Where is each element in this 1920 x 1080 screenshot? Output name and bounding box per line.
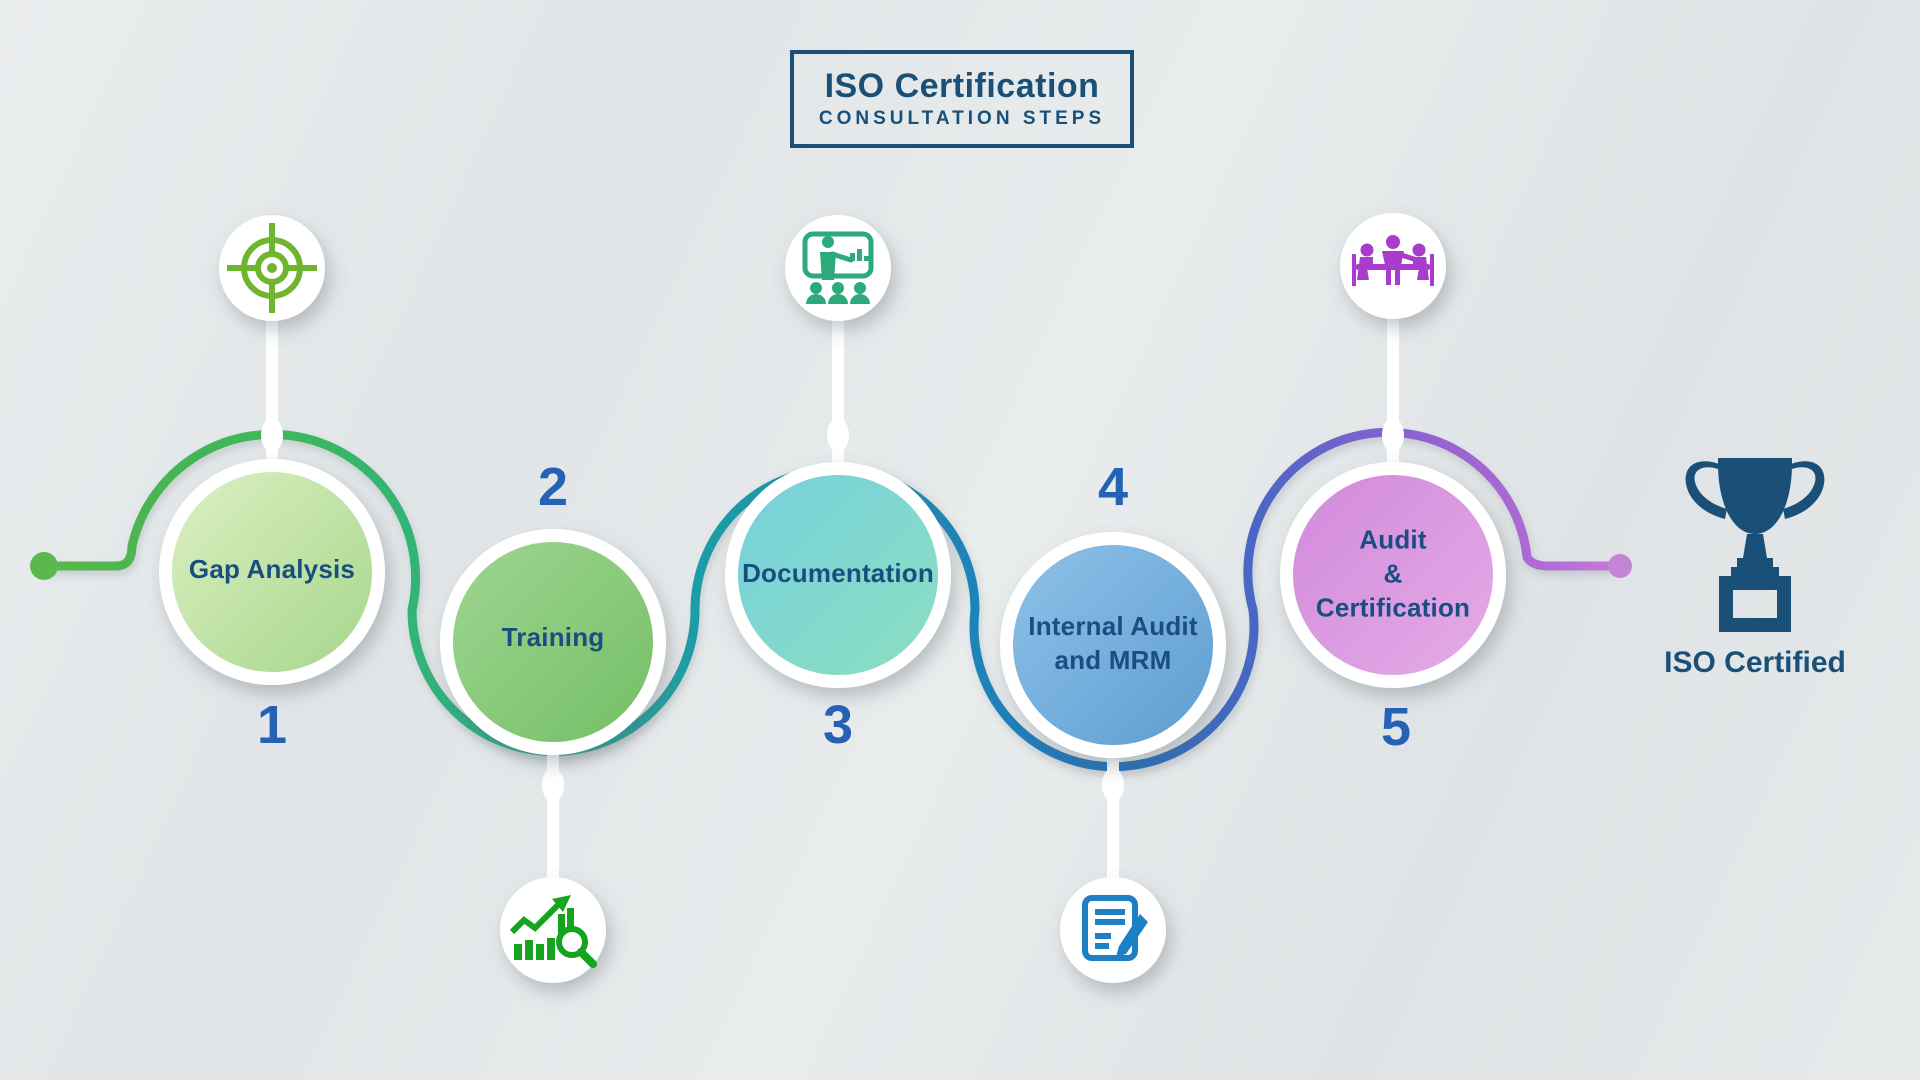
step-2-label-line: Training	[501, 622, 605, 653]
step-5-fill	[1293, 475, 1493, 675]
step-5-label-line: &	[1383, 558, 1403, 589]
iso-certified-label: ISO Certified	[1664, 646, 1846, 679]
target-icon	[227, 223, 317, 313]
step-4-label-line: Internal Audit	[1028, 611, 1198, 642]
meeting-icon	[1352, 235, 1434, 286]
step-2-fill	[453, 542, 653, 742]
stem-flares	[261, 418, 1404, 802]
trophy-icon	[1685, 458, 1825, 632]
step-2-number: 2	[537, 457, 569, 517]
step-3-label-line: Documentation	[742, 558, 934, 589]
step-3-number: 3	[822, 695, 854, 755]
presentation-icon	[802, 231, 874, 304]
step-circles	[159, 459, 1506, 758]
step-1-fill	[172, 472, 372, 672]
step-3-label: Documentation	[728, 557, 948, 591]
start-dot	[30, 552, 58, 580]
step-1-label-line: Gap Analysis	[188, 554, 356, 585]
step-2-label: Training	[443, 621, 663, 655]
end-dot	[1608, 554, 1632, 578]
step-1-number: 1	[256, 695, 288, 755]
step-5-label-line: Audit	[1359, 524, 1427, 555]
step-5-label: Audit & Certification	[1283, 523, 1503, 624]
step-5-label-line: Certification	[1315, 591, 1471, 622]
page-subtitle: CONSULTATION STEPS	[818, 107, 1106, 129]
growth-analysis-icon	[509, 895, 597, 968]
step-4-label-line: and MRM	[1054, 645, 1172, 675]
page-title: ISO Certification	[824, 67, 1100, 106]
step-3-icon-badge	[785, 215, 891, 321]
step-3-fill	[738, 475, 938, 675]
step-1-label: Gap Analysis	[162, 553, 382, 587]
step-4-fill	[1013, 545, 1213, 745]
title-box: ISO Certification CONSULTATION STEPS	[790, 50, 1134, 148]
step-4-label: Internal Audit and MRM	[1003, 610, 1223, 678]
step-4-number: 4	[1097, 457, 1129, 517]
step-5-number: 5	[1380, 697, 1412, 757]
document-pen-icon	[1082, 895, 1148, 961]
